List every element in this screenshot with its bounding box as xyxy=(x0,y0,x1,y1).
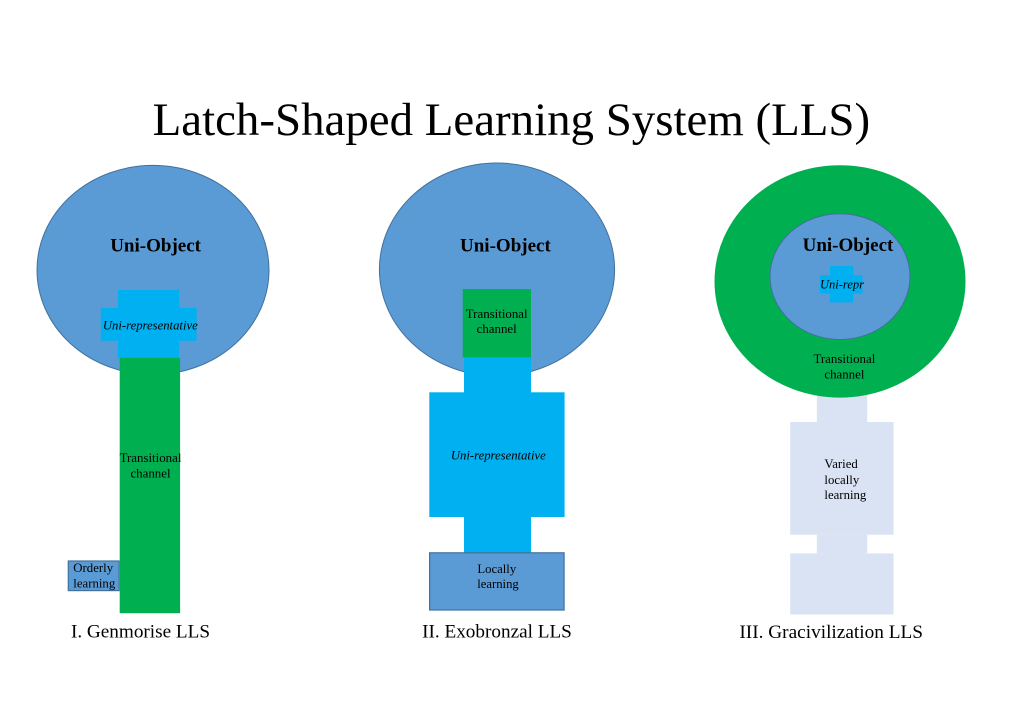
svg-text:Uni-Object: Uni-Object xyxy=(110,236,201,257)
svg-text:Uni-representative: Uni-representative xyxy=(451,448,546,462)
svg-text:III. Gracivilization LLS: III. Gracivilization LLS xyxy=(739,622,923,643)
svg-text:Uni-repr: Uni-repr xyxy=(820,277,864,291)
svg-text:Transitional: Transitional xyxy=(813,352,875,366)
svg-text:locally: locally xyxy=(824,473,859,487)
svg-text:Transitional: Transitional xyxy=(120,451,182,465)
svg-text:Varied: Varied xyxy=(824,457,858,471)
svg-text:learning: learning xyxy=(477,577,519,591)
svg-text:Uni-Object: Uni-Object xyxy=(803,235,894,256)
svg-text:Orderly: Orderly xyxy=(73,561,113,575)
svg-text:channel: channel xyxy=(130,466,171,480)
svg-text:Transitional: Transitional xyxy=(466,307,528,321)
svg-text:channel: channel xyxy=(477,322,518,336)
svg-text:Uni-Object: Uni-Object xyxy=(460,235,551,256)
svg-text:II. Exobronzal LLS: II. Exobronzal LLS xyxy=(422,622,572,643)
svg-text:learning: learning xyxy=(824,488,867,502)
svg-text:Latch-Shaped Learning System (: Latch-Shaped Learning System (LLS) xyxy=(153,94,871,146)
svg-text:Locally: Locally xyxy=(477,562,516,576)
svg-text:Uni-representative: Uni-representative xyxy=(103,319,198,333)
svg-text:channel: channel xyxy=(824,368,865,382)
svg-text:learning: learning xyxy=(73,577,116,591)
svg-text:I. Genmorise LLS: I. Genmorise LLS xyxy=(71,622,210,643)
